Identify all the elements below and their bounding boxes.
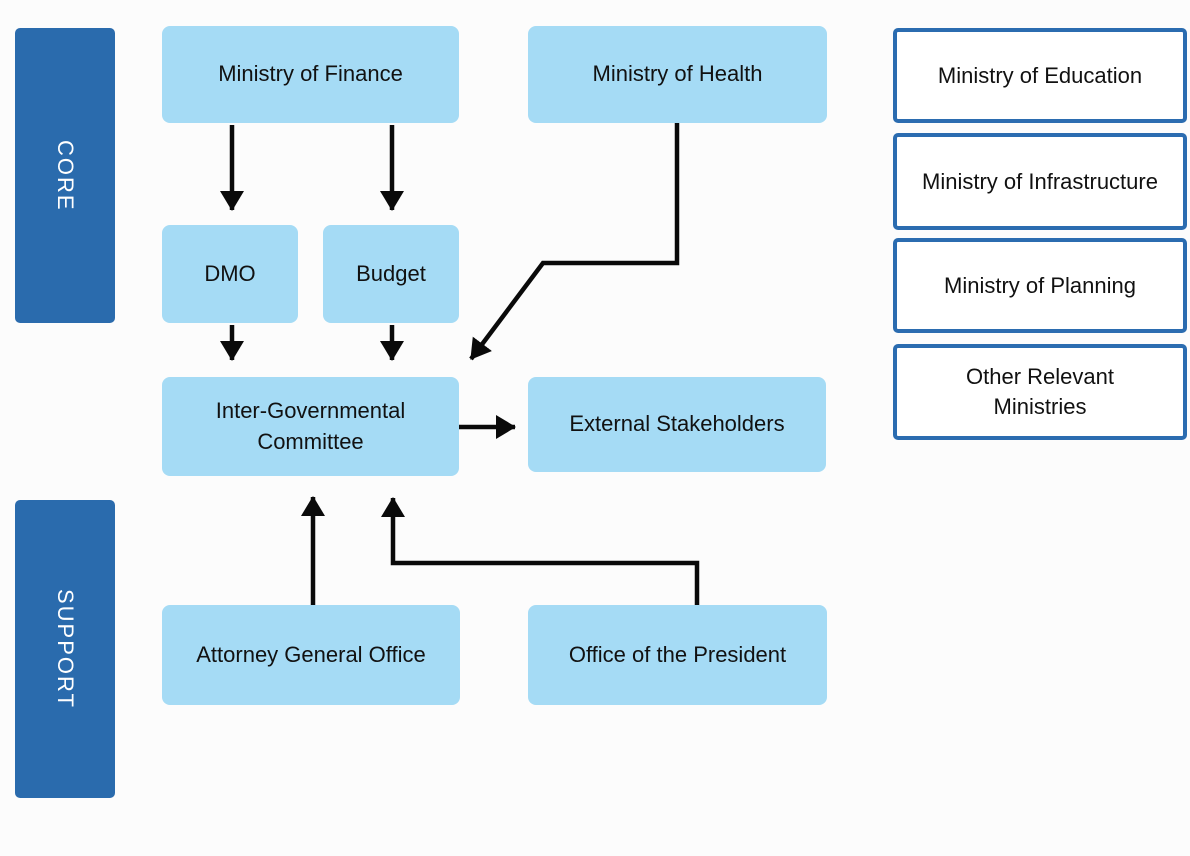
arrow-health-to-committee [469,123,680,361]
node-other-relevant-ministries: Other Relevant Ministries [893,344,1187,440]
node-label: Ministry of Planning [944,272,1136,298]
node-external-stakeholders: External Stakeholders [528,377,826,472]
node-budget: Budget [323,225,459,323]
node-ministry-of-infrastructure: Ministry of Infrastructure [893,133,1187,230]
node-ministry-of-planning: Ministry of Planning [893,238,1187,333]
node-label: Attorney General Office [196,641,426,667]
node-office-of-the-president: Office of the President [528,605,827,705]
node-inter-governmental-committee: Inter-Governmental Committee [162,377,459,476]
node-label: Inter-Governmental Committee [215,397,406,454]
node-label: Office of the President [568,641,787,667]
node-ministry-of-education: Ministry of Education [893,28,1187,123]
node-label: Budget [356,260,426,286]
node-label: Ministry of Infrastructure [922,168,1158,194]
band-support: SUPPORT [15,500,115,798]
node-ministry-of-health: Ministry of Health [528,26,827,123]
node-label: External Stakeholders [569,411,785,437]
band-support-label: SUPPORT [53,589,78,709]
band-core-label: CORE [53,139,78,212]
node-label: DMO [204,260,256,286]
band-core: CORE [15,28,115,323]
node-dmo: DMO [162,225,298,323]
node-ministry-of-finance: Ministry of Finance [162,26,459,123]
node-label: Ministry of Education [937,62,1143,88]
node-label: Ministry of Health [592,61,763,87]
node-label: Other Relevant Ministries [966,364,1114,419]
arrow-president-to-committee [381,497,700,605]
node-attorney-general-office: Attorney General Office [162,605,460,705]
node-label: Ministry of Finance [218,61,403,87]
